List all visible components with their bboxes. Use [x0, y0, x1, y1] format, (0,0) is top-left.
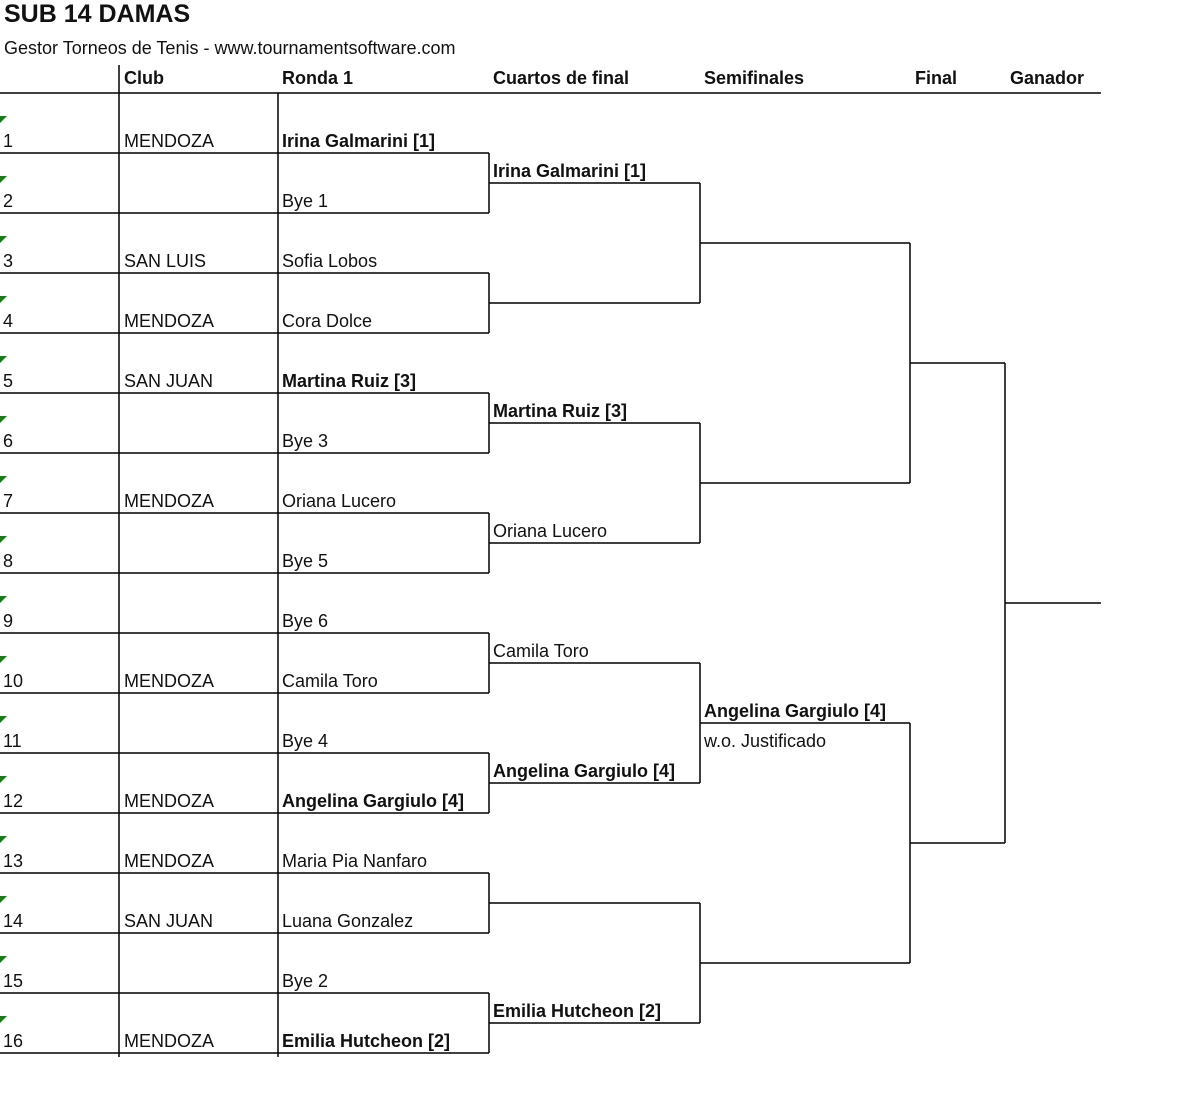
round1-player[interactable]: Oriana Lucero: [282, 491, 397, 511]
quarterfinal-player[interactable]: Angelina Gargiulo [4]: [493, 761, 676, 781]
round1-player[interactable]: Bye 4: [282, 731, 329, 751]
draw-number: 5: [3, 371, 14, 391]
comment-marker-icon: [0, 356, 7, 363]
club-name: SAN LUIS: [124, 251, 207, 271]
draw-number: 16: [3, 1031, 24, 1051]
comment-marker-icon: [0, 716, 7, 723]
quarterfinal-player[interactable]: Emilia Hutcheon [2]: [493, 1001, 662, 1021]
comment-marker-icon: [0, 536, 7, 543]
round1-player[interactable]: Bye 3: [282, 431, 329, 451]
page-title: SUB 14 DAMAS: [4, 0, 191, 28]
round1-player[interactable]: Camila Toro: [282, 671, 378, 691]
draw-number: 11: [3, 731, 22, 751]
header-round1: Ronda 1: [282, 68, 354, 88]
round1-player[interactable]: Bye 6: [282, 611, 329, 631]
club-name: MENDOZA: [124, 1031, 214, 1051]
club-name: MENDOZA: [124, 491, 214, 511]
round1-player[interactable]: Irina Galmarini [1]: [282, 131, 436, 151]
quarterfinal-player[interactable]: Irina Galmarini [1]: [493, 161, 647, 181]
draw-number: 9: [3, 611, 14, 631]
subtitle: Gestor Torneos de Tenis - www.tournament…: [4, 38, 456, 58]
club-name: MENDOZA: [124, 311, 214, 331]
round1-player[interactable]: Sofia Lobos: [282, 251, 378, 271]
draw-number: 3: [3, 251, 14, 271]
club-name: MENDOZA: [124, 131, 214, 151]
comment-marker-icon: [0, 776, 7, 783]
club-name: MENDOZA: [124, 791, 214, 811]
draw-number: 14: [3, 911, 24, 931]
comment-marker-icon: [0, 236, 7, 243]
draw-number: 2: [3, 191, 14, 211]
comment-marker-icon: [0, 956, 7, 963]
draw-number: 4: [3, 311, 14, 331]
header-semifinals: Semifinales: [704, 68, 805, 88]
draw-number: 13: [3, 851, 24, 871]
round1-player[interactable]: Angelina Gargiulo [4]: [282, 791, 465, 811]
comment-marker-icon: [0, 1016, 7, 1023]
header-club: Club: [124, 68, 164, 88]
draw-number: 8: [3, 551, 14, 571]
quarterfinal-player[interactable]: Martina Ruiz [3]: [493, 401, 628, 421]
club-name: SAN JUAN: [124, 911, 214, 931]
comment-marker-icon: [0, 116, 7, 123]
club-name: MENDOZA: [124, 671, 214, 691]
draw-number: 15: [3, 971, 24, 991]
header-winner: Ganador: [1010, 68, 1085, 88]
draw-number: 6: [3, 431, 14, 451]
comment-marker-icon: [0, 176, 7, 183]
quarterfinal-player[interactable]: Camila Toro: [493, 641, 589, 661]
comment-marker-icon: [0, 896, 7, 903]
round1-player[interactable]: Bye 1: [282, 191, 329, 211]
round1-player[interactable]: Luana Gonzalez: [282, 911, 414, 931]
semifinal-score: w.o. Justificado: [704, 731, 827, 751]
quarterfinal-player[interactable]: Oriana Lucero: [493, 521, 608, 541]
club-name: SAN JUAN: [124, 371, 214, 391]
draw-number: 7: [3, 491, 14, 511]
comment-marker-icon: [0, 596, 7, 603]
header-quarterfinals: Cuartos de final: [493, 68, 630, 88]
comment-marker-icon: [0, 656, 7, 663]
round1-player[interactable]: Cora Dolce: [282, 311, 373, 331]
comment-marker-icon: [0, 416, 7, 423]
round1-player[interactable]: Emilia Hutcheon [2]: [282, 1031, 451, 1051]
comment-marker-icon: [0, 836, 7, 843]
comment-marker-icon: [0, 476, 7, 483]
draw-number: 12: [3, 791, 24, 811]
round1-player[interactable]: Bye 5: [282, 551, 329, 571]
club-name: MENDOZA: [124, 851, 214, 871]
round1-player[interactable]: Martina Ruiz [3]: [282, 371, 417, 391]
round1-player[interactable]: Maria Pia Nanfaro: [282, 851, 428, 871]
draw-number: 1: [3, 131, 14, 151]
header-final: Final: [915, 68, 958, 88]
round1-player[interactable]: Bye 2: [282, 971, 329, 991]
draw-number: 10: [3, 671, 24, 691]
semifinal-player[interactable]: Angelina Gargiulo [4]: [704, 701, 887, 721]
comment-marker-icon: [0, 296, 7, 303]
